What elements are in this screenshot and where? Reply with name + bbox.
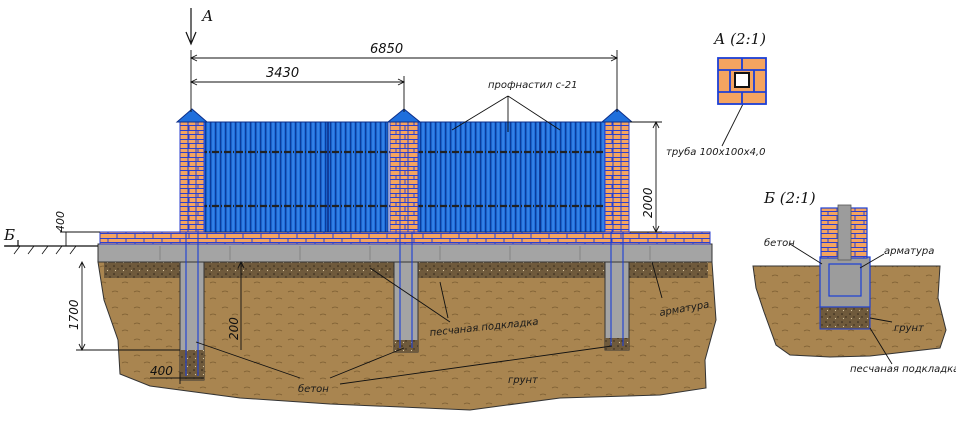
detail-b-rebar-cage — [828, 263, 862, 297]
detail-a-title: А (2:1) — [713, 30, 766, 48]
section-b-mark: Б — [3, 226, 15, 244]
detail-a-joints — [718, 58, 766, 104]
detail-b-leaders — [789, 243, 893, 365]
dim-6850: 6850 — [370, 42, 403, 57]
section-b-arrow — [4, 240, 20, 247]
brick-post-middle — [389, 121, 419, 233]
sheet-panel-right — [417, 121, 607, 233]
detail-b-soil-label: грунт — [894, 323, 925, 334]
detail-b-foundation — [819, 256, 871, 308]
dim-3430-line — [189, 76, 406, 112]
sheet-midlines — [327, 122, 541, 232]
label-profiled-sheet: профнастил с-21 — [488, 80, 577, 91]
brick-plinth — [99, 231, 711, 245]
grade-beam — [97, 243, 713, 263]
leader-concrete — [195, 341, 613, 385]
dim-6850-line — [189, 50, 619, 112]
post-cap-right — [600, 108, 634, 123]
post-cap-left — [175, 108, 209, 123]
pile-middle — [393, 261, 419, 353]
grade-beam-joints — [159, 246, 651, 260]
pile-left-sand — [180, 350, 204, 380]
post-cap-middle — [386, 108, 422, 123]
dim-1700-line — [76, 260, 180, 352]
section-a-mark: А — [201, 7, 213, 25]
detail-a-tube — [734, 72, 750, 88]
detail-b-concrete: бетон — [764, 237, 795, 249]
dim-3430: 3430 — [266, 66, 299, 81]
dim-200-line — [237, 260, 245, 350]
dim-200: 200 — [227, 317, 241, 340]
detail-b-title: Б (2:1) — [763, 189, 816, 207]
label-soil: грунт — [508, 375, 539, 386]
dim-2000-line — [630, 120, 662, 234]
leader-rebar — [651, 261, 663, 299]
ground-hatch — [13, 245, 77, 255]
detail-b-rebar: арматура — [884, 246, 934, 257]
pile-right — [604, 261, 630, 351]
dim-400-plinth: 400 — [54, 211, 67, 232]
pile-rebar — [185, 232, 624, 376]
pile-right-sand — [605, 338, 629, 350]
section-a-arrow — [185, 8, 197, 46]
leader-sand-bed — [369, 267, 451, 323]
dim-400-plinth-line — [60, 231, 100, 246]
leader-profiled-sheet — [451, 95, 561, 132]
brick-post-left — [179, 121, 205, 233]
sheet-panel-left — [203, 121, 389, 233]
detail-b-core — [837, 204, 852, 261]
detail-b-sand-label: песчаная подкладка — [850, 364, 956, 375]
label-post-tube: труба 100х100х4,0 — [666, 146, 765, 158]
dim-400-pile: 400 — [150, 364, 173, 378]
label-concrete: бетон — [298, 383, 329, 395]
detail-b-sand — [819, 306, 871, 330]
dim-1700: 1700 — [67, 299, 81, 330]
brick-post-right — [604, 121, 630, 233]
post-tubes — [187, 122, 622, 232]
dim-400-pile-line — [150, 372, 204, 384]
dim-2000: 2000 — [641, 187, 655, 218]
